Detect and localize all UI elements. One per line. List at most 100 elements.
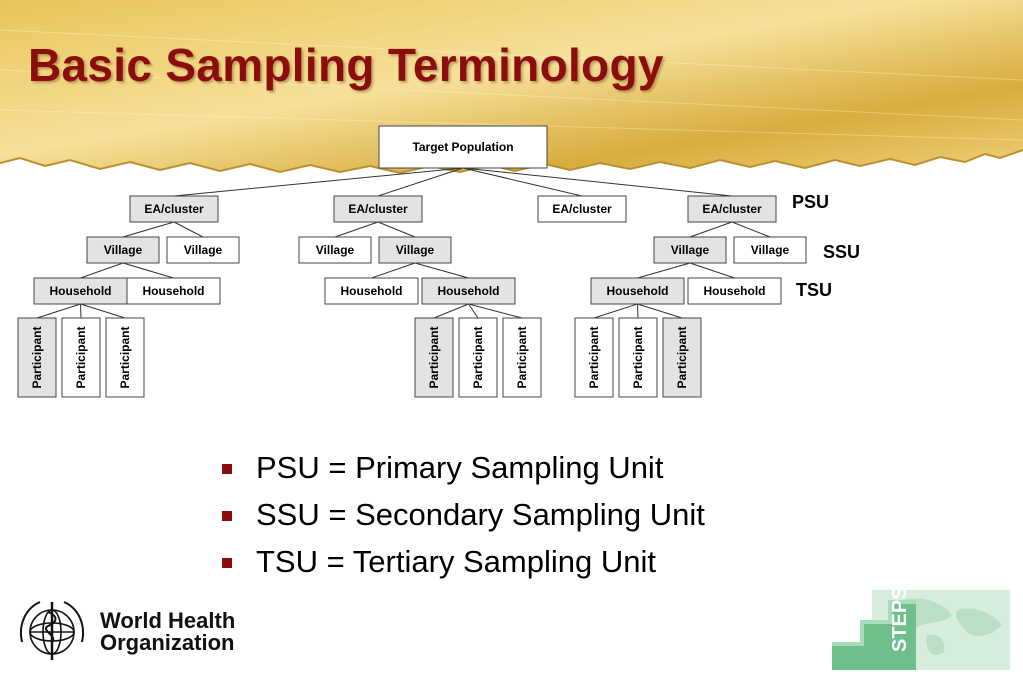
participant-node-4-box [414,317,454,398]
connector-line [173,221,204,238]
who-line2: Organization [100,630,235,655]
cluster-node-4: EA/cluster [687,195,777,223]
diagram-connectors [36,167,771,319]
target-population-node-box [378,125,548,169]
connector-line [731,221,771,238]
participant-node-8: Participant [618,317,658,398]
household-node-5-box [590,277,685,305]
village-node-6: Village [733,236,807,264]
participant-node-8-box [618,317,658,398]
cluster-node-4-box [687,195,777,223]
definition-text: PSU = Primary Sampling Unit [256,450,664,485]
household-node-5-label: Household [607,284,669,298]
village-node-2-label: Village [184,243,223,257]
connector-line [462,167,583,197]
village-node-6-label: Village [751,243,790,257]
household-node-4-box [421,277,516,305]
connector-line [462,167,733,197]
village-node-2: Village [166,236,240,264]
cluster-node-2-label: EA/cluster [348,202,408,216]
village-node-4: Village [378,236,452,264]
connector-line [122,221,175,238]
participant-node-6-box [502,317,542,398]
household-node-3-label: Household [341,284,403,298]
steps-wordmark: STEPS [889,590,911,652]
connector-line [593,303,638,319]
connector-line [36,303,81,319]
participant-node-4-label: Participant [427,326,441,388]
household-node-2-box [126,277,221,305]
participant-node-5-box [458,317,498,398]
definition-item-ssu: SSU = Secondary Sampling Unit [222,495,705,542]
village-node-5-box [653,236,727,264]
bullet-square-icon [222,464,232,474]
village-node-2-box [166,236,240,264]
household-node-2-label: Household [143,284,205,298]
connector-line [80,303,82,319]
participant-node-3-box [105,317,145,398]
bullet-square-icon [222,558,232,568]
village-node-4-label: Village [396,243,435,257]
village-node-6-box [733,236,807,264]
connector-line [468,303,479,319]
village-node-3-label: Village [316,243,355,257]
household-node-1: Household [33,277,128,305]
tsu-label: TSU [796,280,832,300]
village-node-1-label: Village [104,243,143,257]
participant-node-7: Participant [574,317,614,398]
participant-node-9: Participant [662,317,702,398]
who-emblem-logo [20,601,84,660]
cluster-node-4-label: EA/cluster [702,202,762,216]
definition-text: SSU = Secondary Sampling Unit [256,497,705,532]
village-node-5-label: Village [671,243,710,257]
cluster-node-2: EA/cluster [333,195,423,223]
connector-line [433,303,469,319]
who-wordmark: World Health Organization [100,610,235,654]
connector-line [468,303,523,319]
cluster-node-3-box [537,195,627,223]
definition-list: PSU = Primary Sampling Unit SSU = Second… [222,448,705,589]
connector-line [173,167,464,197]
participant-node-3: Participant [105,317,145,398]
who-line1: World Health [100,608,236,633]
village-node-5: Village [653,236,727,264]
village-node-3: Village [298,236,372,264]
participant-node-9-label: Participant [675,326,689,388]
household-node-1-box [33,277,128,305]
psu-label: PSU [792,192,830,212]
participant-node-1-box [17,317,57,398]
bullet-square-icon [222,511,232,521]
connector-line [80,262,124,279]
participant-node-2: Participant [61,317,101,398]
slide-title: Basic Sampling Terminology [28,39,664,91]
participant-node-8-label: Participant [631,326,645,388]
connector-line [80,303,126,319]
household-node-2: Household [126,277,221,305]
connector-line [377,167,464,197]
participant-node-1-label: Participant [30,326,44,388]
village-node-4-box [378,236,452,264]
connector-line [414,262,469,279]
connector-line [637,303,639,319]
household-node-6-box [687,277,782,305]
village-node-1-box [86,236,160,264]
household-node-5: Household [590,277,685,305]
connector-line [689,221,733,238]
cluster-node-1-label: EA/cluster [144,202,204,216]
household-node-3-box [324,277,419,305]
participant-node-4: Participant [414,317,454,398]
connector-line [334,221,379,238]
household-node-4-label: Household [438,284,500,298]
definition-text: TSU = Tertiary Sampling Unit [256,544,656,579]
connector-line [122,262,174,279]
connector-line [377,221,416,238]
connector-line [689,262,735,279]
cluster-node-1-box [129,195,219,223]
participant-node-3-label: Participant [118,326,132,388]
village-node-1: Village [86,236,160,264]
ssu-label: SSU [823,242,861,262]
household-node-3: Household [324,277,419,305]
participant-node-5-label: Participant [471,326,485,388]
